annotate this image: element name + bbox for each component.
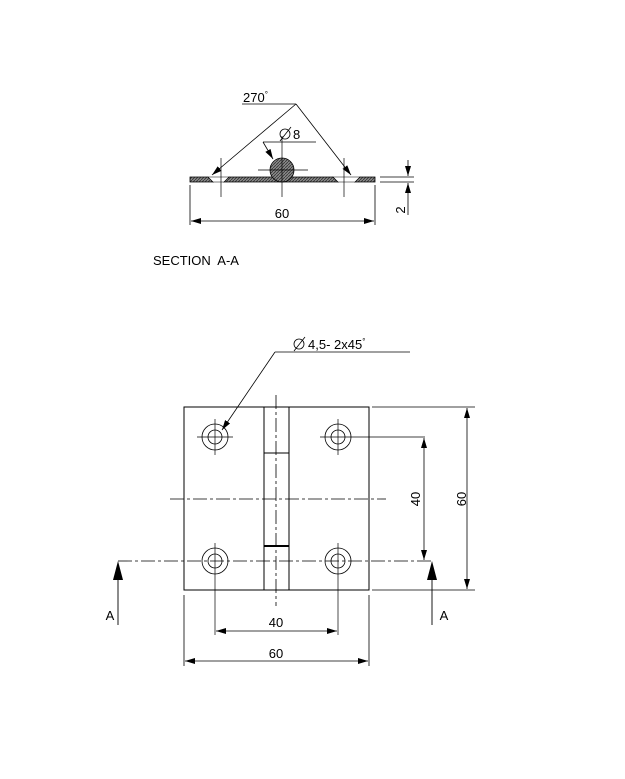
vertical-hole-spacing-dim: 40 (408, 492, 423, 506)
section-title: SECTION A-A (153, 253, 239, 268)
svg-text:A: A (106, 608, 115, 623)
section-view: 270° 8 60 2 (189, 90, 414, 225)
section-width-dim: 60 (275, 206, 289, 221)
hole-bottom-right (324, 543, 352, 635)
diameter-symbol (293, 336, 306, 352)
plan-view: 4,5- 2x45° 40 60 40 60 A A (106, 336, 475, 666)
angle-label: 270° (243, 90, 268, 105)
section-marker-left: A (106, 561, 123, 625)
diameter-symbol (279, 126, 292, 142)
vertical-overall-dim: 60 (454, 492, 469, 506)
hole-top-left (197, 419, 233, 455)
hole-top-right (320, 419, 425, 455)
hole-bottom-left (201, 543, 229, 635)
horizontal-overall-dim: 60 (269, 646, 283, 661)
hole-callout: 4,5- 2x45° (308, 337, 365, 352)
svg-text:A: A (440, 608, 449, 623)
hinge-plate-outline (183, 406, 370, 591)
thickness-dim: 2 (393, 206, 408, 213)
horizontal-hole-spacing-dim: 40 (269, 615, 283, 630)
pin-diameter-label: 8 (293, 127, 300, 142)
section-marker-right: A (427, 561, 449, 625)
